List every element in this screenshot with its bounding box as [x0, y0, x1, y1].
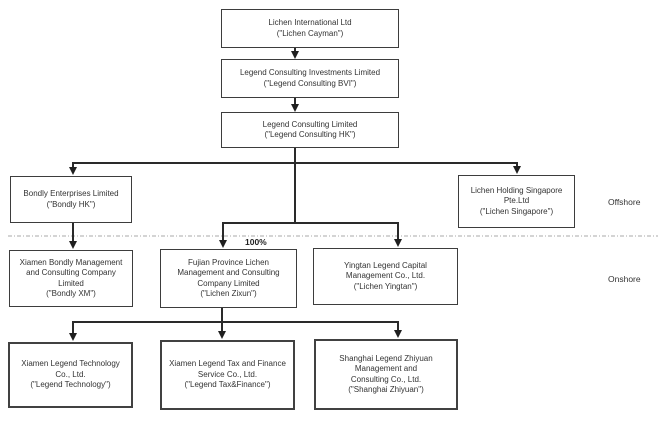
org-node-shanghai-zhiyuan: Shanghai Legend Zhiyuan Management and C… — [314, 339, 458, 410]
org-node-lichen-zixun: Fujian Province Lichen Management and Co… — [160, 249, 297, 308]
ownership-percentage-label: 100% — [245, 237, 267, 247]
node-line: Service Co., Ltd. — [197, 369, 258, 379]
node-line: Limited — [58, 278, 84, 288]
org-node-legend-consulting-hk: Legend Consulting Limited ("Legend Consu… — [221, 112, 399, 148]
node-line: Legend Consulting Investments Limited — [239, 68, 381, 77]
arrowheads — [69, 51, 521, 341]
node-line: Shanghai Legend Zhiyuan — [339, 353, 433, 363]
node-line: ("Lichen Zixun") — [200, 289, 257, 298]
node-line: ("Legend Tax&Finance") — [184, 380, 271, 390]
node-line: Legend Consulting Limited — [262, 119, 358, 129]
node-line: Yingtan Legend Capital — [344, 260, 427, 270]
node-line: ("Lichen Yingtan") — [353, 281, 418, 291]
node-line: Consulting Co., Ltd. — [350, 374, 422, 384]
node-line: ("Legend Consulting HK") — [264, 130, 356, 139]
org-node-legend-tax-finance: Xiamen Legend Tax and Finance Service Co… — [160, 340, 295, 410]
node-line: Lichen International Ltd — [268, 18, 352, 27]
node-line: Xiamen Bondly Management — [19, 257, 123, 267]
node-line: ("Bondly XM") — [46, 289, 96, 298]
node-line: Management and Consulting — [177, 268, 280, 277]
node-line: Co., Ltd. — [55, 369, 86, 379]
node-line: Fujian Province Lichen — [188, 257, 269, 267]
node-line: Management and — [354, 364, 418, 373]
org-node-lichen-singapore: Lichen Holding Singapore Pte.Ltd ("Liche… — [458, 175, 575, 228]
node-line: and Consulting Company — [26, 268, 116, 277]
node-line: Xiamen Legend Technology — [21, 359, 120, 369]
node-line: ("Lichen Singapore") — [479, 206, 554, 216]
node-line: Management Co., Ltd. — [345, 271, 426, 281]
node-line: Xiamen Legend Tax and Finance — [169, 359, 286, 369]
org-node-legend-technology: Xiamen Legend Technology Co., Ltd. ("Leg… — [8, 342, 133, 408]
offshore-label: Offshore — [608, 197, 641, 207]
node-line: ("Legend Consulting BVI") — [263, 78, 357, 88]
org-node-bondly-xm: Xiamen Bondly Management and Consulting … — [9, 250, 133, 307]
node-line: ("Bondly HK") — [46, 199, 96, 209]
node-line: ("Lichen Cayman") — [276, 28, 344, 38]
connector-segments — [72, 48, 518, 334]
node-line: ("Shanghai Zhiyuan") — [348, 385, 424, 394]
node-line: Company Limited — [197, 278, 260, 288]
org-node-lichen-cayman: Lichen International Ltd ("Lichen Cayman… — [221, 9, 399, 48]
node-line: ("Legend Technology") — [30, 380, 111, 390]
node-line: Bondly Enterprises Limited — [23, 189, 119, 198]
onshore-label: Onshore — [608, 274, 641, 284]
node-line: Lichen Holding Singapore — [470, 185, 563, 195]
org-node-bondly-hk: Bondly Enterprises Limited ("Bondly HK") — [10, 176, 132, 223]
org-node-lichen-yingtan: Yingtan Legend Capital Management Co., L… — [313, 248, 458, 305]
org-node-legend-consulting-bvi: Legend Consulting Investments Limited ("… — [221, 59, 399, 98]
node-line: Pte.Ltd — [503, 196, 530, 206]
